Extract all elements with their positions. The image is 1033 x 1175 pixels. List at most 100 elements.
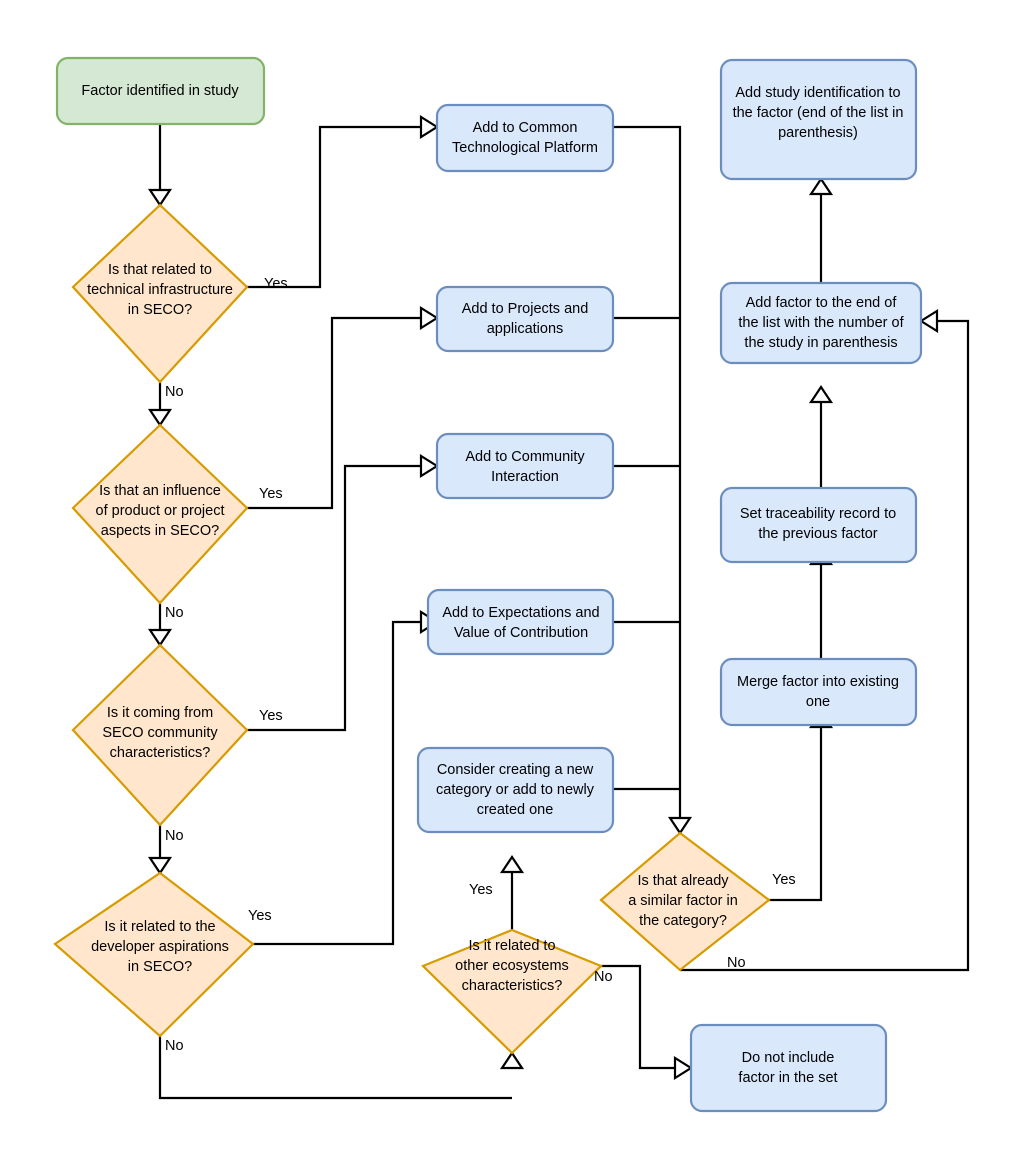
process-3-label-line-2: Interaction (491, 469, 559, 485)
process-4-label-line-1: Add to Expectations and (442, 605, 599, 621)
decision-2-label-line-1: Is that an influence (99, 483, 221, 499)
decision-1-label-line-2: technical infrastructure (87, 282, 233, 298)
edge-d2-yes (247, 316, 422, 510)
decision-2-shape (71, 423, 249, 605)
node-add-to-expectations-and-value-of-contribution[interactable]: Add to Expectations and Value of Contrib… (426, 588, 615, 656)
node-decision-similar-factor-in-category[interactable]: Is that already a similar factor in the … (599, 831, 771, 972)
arrowhead-d5-no (673, 1056, 694, 1080)
edge-d1-yes (247, 125, 422, 289)
node-do-not-include-factor[interactable]: Do not include factor in the set (689, 1023, 888, 1113)
node-decision-developer-aspirations[interactable]: Is it related to the developer aspiratio… (53, 871, 255, 1038)
process-5-label-line-2: category or add to newly (436, 782, 595, 798)
right-1-shape (719, 58, 918, 181)
right-2-label-line-1: Add factor to the end of (746, 295, 898, 311)
edge-d5-no (601, 964, 676, 1070)
edge-d3-yes (247, 464, 422, 732)
decision-1-label-line-1: Is that related to (108, 262, 212, 278)
right-4-shape (719, 657, 918, 727)
arrowhead-d3-no (147, 856, 173, 875)
edge-label-d4-no: No (165, 1038, 184, 1054)
decision-6-label-line-1: Is that already (637, 873, 729, 889)
right-2-label-line-3: the study in parenthesis (744, 335, 897, 351)
right-4-label-line-2: one (806, 694, 830, 710)
decision-3-label-line-1: Is it coming from (107, 705, 213, 721)
right-2-label-line-2: the list with the number of (738, 315, 904, 331)
right-1-label-line-1: Add study identification to (735, 85, 900, 101)
node-decision-technical-infrastructure[interactable]: Is that related to technical infrastruct… (71, 203, 249, 384)
arrowhead-start-to-d1 (147, 188, 173, 207)
edge-label-d5-yes: Yes (469, 882, 493, 898)
arrowhead-d1-yes (419, 115, 440, 139)
node-add-to-common-technological-platform[interactable]: Add to Common Technological Platform (435, 103, 615, 173)
process-3-label-line-1: Add to Community (465, 449, 585, 465)
decision-1-label-line-3: in SECO? (128, 302, 192, 318)
arrowhead-d4-no (499, 1051, 525, 1070)
process-6-shape (689, 1023, 888, 1113)
edge-d4-no (158, 1036, 512, 1100)
decision-5-shape (421, 928, 603, 1055)
node-start[interactable]: Factor identified in study (55, 56, 266, 126)
arrowhead-d2-no (147, 628, 173, 647)
edge-label-d4-yes: Yes (248, 908, 272, 924)
node-decision-seco-community-characteristics[interactable]: Is it coming from SECO community charact… (71, 643, 249, 827)
node-add-to-community-interaction[interactable]: Add to Community Interaction (435, 432, 615, 500)
process-6-label-line-1: Do not include (742, 1050, 835, 1066)
decision-4-label-line-3: in SECO? (128, 959, 192, 975)
edge-label-d1-yes: Yes (264, 276, 288, 292)
decision-5-label-line-3: characteristics? (462, 978, 563, 994)
process-5-label-line-1: Consider creating a new (437, 762, 594, 778)
node-set-traceability-record[interactable]: Set traceability record to the previous … (719, 486, 918, 564)
arrowhead-d5-yes (499, 855, 525, 874)
edge-d6-no (680, 319, 970, 972)
right-1-label-line-3: parenthesis) (778, 125, 858, 141)
arrowhead-r3-to-r2 (808, 385, 834, 404)
node-add-factor-to-end-of-list[interactable]: Add factor to the end of the list with t… (719, 281, 923, 365)
decision-6-label-line-3: the category? (639, 913, 727, 929)
decision-4-label-line-1: Is it related to the (104, 919, 215, 935)
node-decision-other-ecosystems-characteristics[interactable]: Is it related to other ecosystems charac… (421, 928, 603, 1055)
edge-label-d3-yes: Yes (259, 708, 283, 724)
decision-6-shape (599, 831, 771, 972)
right-2-shape (719, 281, 923, 365)
arrowhead-d1-no (147, 408, 173, 427)
node-decision-product-project-aspects[interactable]: Is that an influence of product or proje… (71, 423, 249, 605)
decision-3-shape (71, 643, 249, 827)
decision-5-label-line-1: Is it related to (468, 938, 555, 954)
arrowhead-d6-no (918, 309, 939, 333)
decision-5-label-line-2: other ecosystems (455, 958, 569, 974)
edge-label-d6-yes: Yes (772, 872, 796, 888)
node-add-to-projects-and-applications[interactable]: Add to Projects and applications (435, 285, 615, 353)
decision-6-label-line-2: a similar factor in (628, 893, 738, 909)
right-3-label-line-1: Set traceability record to (740, 506, 896, 522)
decision-2-label-line-2: of product or project (96, 503, 225, 519)
node-consider-creating-new-category[interactable]: Consider creating a new category or add … (416, 746, 615, 834)
edge-label-d6-no: No (727, 955, 746, 971)
decision-3-label-line-2: SECO community (102, 725, 218, 741)
process-4-label-line-2: Value of Contribution (454, 625, 588, 641)
right-4-label-line-1: Merge factor into existing (737, 674, 899, 690)
process-1-label-line-1: Add to Common (473, 120, 578, 136)
arrowhead-trunk-to-d6 (667, 816, 693, 835)
edge-label-d5-no: No (594, 969, 613, 985)
edge-label-d3-no: No (165, 828, 184, 844)
connector-layer (147, 115, 970, 1100)
node-add-study-identification[interactable]: Add study identification to the factor (… (719, 58, 918, 181)
process-2-label-line-1: Add to Projects and (462, 301, 589, 317)
node-merge-factor-into-existing[interactable]: Merge factor into existing one (719, 657, 918, 727)
right-3-shape (719, 486, 918, 564)
decision-1-shape (71, 203, 249, 384)
decision-4-label-line-2: developer aspirations (91, 939, 229, 955)
edge-label-d2-yes: Yes (259, 486, 283, 502)
right-1-label-line-2: the factor (end of the list in (733, 105, 904, 121)
process-5-label-line-3: created one (477, 802, 554, 818)
decision-4-shape (53, 871, 255, 1038)
edge-d6-yes (769, 725, 823, 902)
process-3-shape (435, 432, 615, 500)
start-shape (55, 56, 266, 126)
start-label-line-1: Factor identified in study (81, 83, 239, 99)
process-5-shape (416, 746, 615, 834)
edge-d4-yes (253, 620, 422, 946)
arrowhead-d3-yes (419, 454, 440, 478)
arrowhead-d2-yes (419, 306, 440, 330)
